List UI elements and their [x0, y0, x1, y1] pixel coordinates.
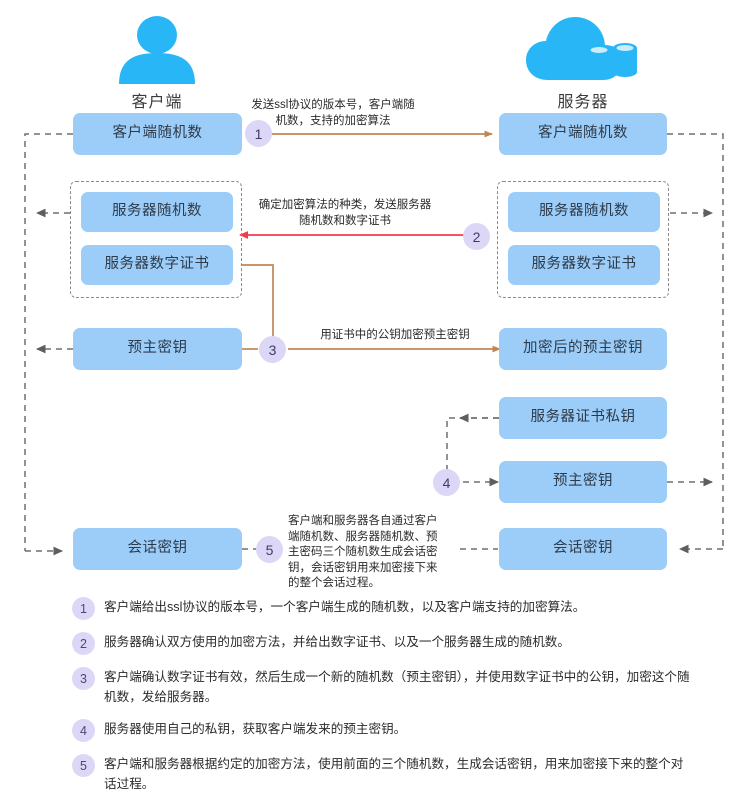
client-side-bus [24, 133, 73, 556]
node-premaster-right[interactable]: 预主密钥 [499, 461, 667, 503]
legend-item: 4 服务器使用自己的私钥，获取客户端发来的预主密钥。 [72, 718, 692, 743]
legend-description: 服务器确认双方使用的加密方法，并给出数字证书、以及一个服务器生成的随机数。 [104, 635, 570, 649]
server-endpoint: 服务器 [483, 12, 683, 112]
legend-item: 1 客户端给出ssl协议的版本号，一个客户端生成的随机数，以及客户端支持的加密算… [72, 596, 692, 620]
node-server-privkey-right[interactable]: 服务器证书私钥 [499, 397, 667, 439]
legend-description: 客户端给出ssl协议的版本号，一个客户端生成的随机数，以及客户端支持的加密算法。 [104, 600, 586, 614]
legend-description: 客户端确认数字证书有效，然后生成一个新的随机数（预主密钥），并使用数字证书中的公… [104, 670, 690, 704]
client-endpoint: 客户端 [57, 12, 257, 112]
step5-caption: 客户端和服务器各自通过客户端随机数、服务器随机数、预主密码三个随机数生成会话密钥… [288, 515, 438, 590]
node-server-cert-right[interactable]: 服务器数字证书 [508, 245, 660, 285]
server-endpoint-label: 服务器 [557, 94, 609, 111]
node-server-random-right[interactable]: 服务器随机数 [508, 192, 660, 232]
node-client-random-right[interactable]: 客户端随机数 [499, 113, 667, 155]
node-encrypted-premaster-right[interactable]: 加密后的预主密钥 [499, 328, 667, 370]
cloud-server-icon [483, 12, 683, 84]
legend-number: 1 [72, 597, 95, 620]
client-endpoint-label: 客户端 [131, 94, 183, 111]
step2-caption: 确定加密算法的种类，发送服务器随机数和数字证书 [258, 199, 432, 227]
server-info-group [497, 181, 669, 298]
node-session-key-right[interactable]: 会话密钥 [499, 528, 667, 570]
server-side-bus [667, 133, 724, 554]
legend-list: 1 客户端给出ssl协议的版本号，一个客户端生成的随机数，以及客户端支持的加密算… [72, 596, 692, 800]
legend-description: 客户端和服务器根据约定的加密方法，使用前面的三个随机数，生成会话密钥，用来加密接… [104, 757, 684, 791]
legend-number: 4 [72, 719, 95, 743]
step-bubble-1[interactable]: 1 [245, 120, 272, 147]
node-premaster-left[interactable]: 预主密钥 [73, 328, 242, 370]
client-server-info-group [70, 181, 242, 298]
node-client-random-left[interactable]: 客户端随机数 [73, 113, 242, 155]
step1-caption: 发送ssl协议的版本号，客户端随机数，支持的加密算法 [251, 99, 415, 127]
step-bubble-5[interactable]: 5 [256, 536, 283, 563]
step-bubble-2[interactable]: 2 [463, 223, 490, 250]
legend-number: 2 [72, 632, 95, 655]
legend-item: 2 服务器确认双方使用的加密方法，并给出数字证书、以及一个服务器生成的随机数。 [72, 631, 692, 655]
legend-number: 3 [72, 667, 95, 690]
legend-number: 5 [72, 754, 95, 778]
node-server-random-left[interactable]: 服务器随机数 [81, 192, 233, 232]
legend-item: 5 客户端和服务器根据约定的加密方法，使用前面的三个随机数，生成会话密钥，用来加… [72, 753, 692, 794]
node-server-cert-left[interactable]: 服务器数字证书 [81, 245, 233, 285]
legend-item: 3 客户端确认数字证书有效，然后生成一个新的随机数（预主密钥），并使用数字证书中… [72, 666, 692, 707]
user-icon [57, 12, 257, 84]
step-bubble-4[interactable]: 4 [433, 469, 460, 496]
step-bubble-3[interactable]: 3 [259, 336, 286, 363]
legend-description: 服务器使用自己的私钥，获取客户端发来的预主密钥。 [104, 722, 407, 737]
step3-caption: 用证书中的公钥加密预主密钥 [320, 329, 470, 341]
node-session-key-left[interactable]: 会话密钥 [73, 528, 242, 570]
